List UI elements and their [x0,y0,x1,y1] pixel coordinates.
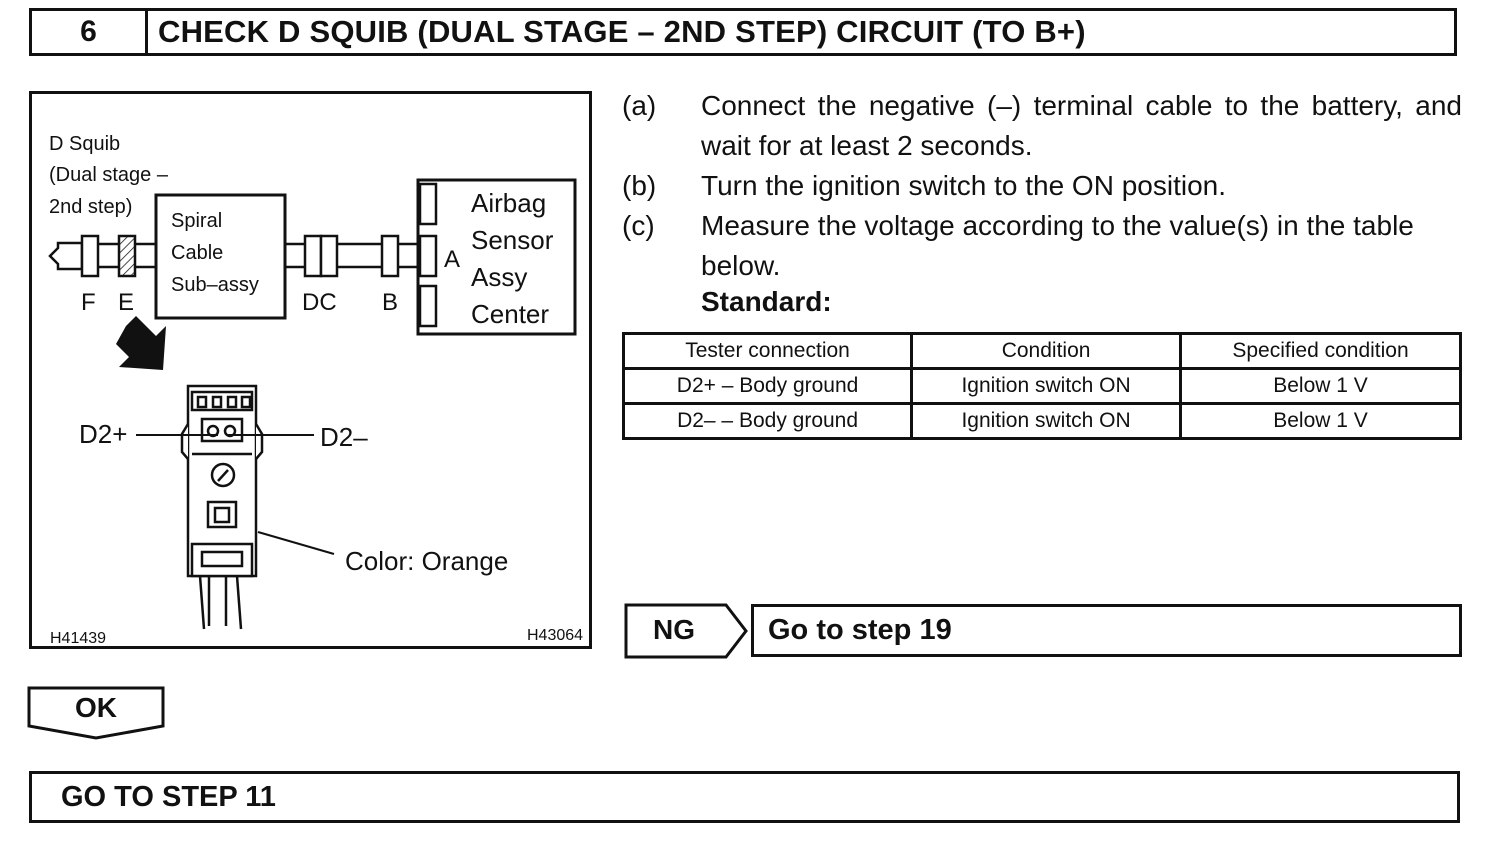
table-header: Condition [910,332,1183,370]
pin-d2-plus-label: D2+ [79,419,127,449]
table-header: Tester connection [621,332,914,370]
table-cell: Below 1 V [1179,402,1462,440]
ok-arrow-icon [27,686,165,740]
ok-label: OK [75,692,117,723]
ng-target: Go to step 19 [751,604,1462,657]
connector-e-label: E [118,289,134,316]
instruction-letter: (b) [622,170,657,201]
figure-code-right: H43064 [527,627,583,644]
spiral-cable-box [154,193,287,320]
table-header: Specified condition [1179,332,1462,370]
airbag-sensor-terminals [418,182,438,328]
table-cell: Ignition switch ON [910,367,1183,405]
ng-label: NG [653,614,695,645]
lead-wires [135,242,156,269]
instruction-letter: (c) [622,210,655,241]
down-arrow-icon [116,316,166,370]
airbag-label-3: Assy [471,262,527,292]
color-note: Color: Orange [345,546,508,576]
squib-plug [48,234,119,278]
instruction-b: (b) Turn the ignition switch to the ON p… [622,166,1462,206]
airbag-label-2: Sensor [471,225,554,255]
instruction-letter: (a) [622,90,657,121]
connector-b-label: B [382,289,398,316]
wiring-diagram: D Squib (Dual stage – 2nd step) F E Spir… [48,133,583,646]
step-number: 6 [32,11,148,53]
table-cell: Below 1 V [1179,367,1462,405]
instruction-text: Connect the negative (–) terminal cable … [701,90,1462,161]
spec-table: Tester connection Condition Specified co… [621,332,1462,440]
connector-e [117,234,137,278]
step-header: 6 CHECK D SQUIB (DUAL STAGE – 2ND STEP) … [29,8,1457,56]
connector-f-label: F [81,289,96,316]
standard-label: Standard: [701,286,832,317]
squib-label-3: 2nd step) [49,196,132,218]
table-header-row: Tester connection Condition Specified co… [621,332,1462,370]
squib-connector-drawing [180,384,264,630]
table-row: D2+ – Body ground Ignition switch ON Bel… [621,367,1462,405]
spiral-label-1: Spiral [171,210,222,232]
squib-label-1: D Squib [49,133,120,155]
spiral-label-3: Sub–assy [171,274,259,296]
connector-a-label: A [444,246,460,273]
table-cell: D2– – Body ground [621,402,914,440]
table-cell: D2+ – Body ground [621,367,914,405]
ok-target: GO TO STEP 11 [29,771,1460,823]
table-cell: Ignition switch ON [910,402,1183,440]
instruction-a: (a) Connect the negative (–) terminal ca… [622,86,1462,166]
ng-arrow-icon [624,603,748,659]
airbag-label-4: Center [471,299,549,329]
wiring-figure: D Squib (Dual stage – 2nd step) F E Spir… [29,91,592,649]
instruction-text: Turn the ignition switch to the ON posit… [701,170,1226,201]
pin-leaders [136,434,335,555]
instruction-list: (a) Connect the negative (–) terminal ca… [622,86,1462,286]
connector-dc-label: DC [302,289,337,316]
instruction-c: (c) Measure the voltage according to the… [622,206,1462,286]
instruction-text: Measure the voltage according to the val… [701,210,1414,281]
dc-b-connectors [285,234,418,278]
spiral-label-2: Cable [171,242,223,264]
airbag-label-1: Airbag [471,188,546,218]
figure-code-left: H41439 [50,630,106,646]
squib-label-2: (Dual stage – [49,164,169,186]
step-title: CHECK D SQUIB (DUAL STAGE – 2ND STEP) CI… [158,14,1086,49]
airbag-sensor-box [416,178,577,336]
pin-d2-minus-label: D2– [320,422,368,452]
table-row: D2– – Body ground Ignition switch ON Bel… [621,402,1462,440]
